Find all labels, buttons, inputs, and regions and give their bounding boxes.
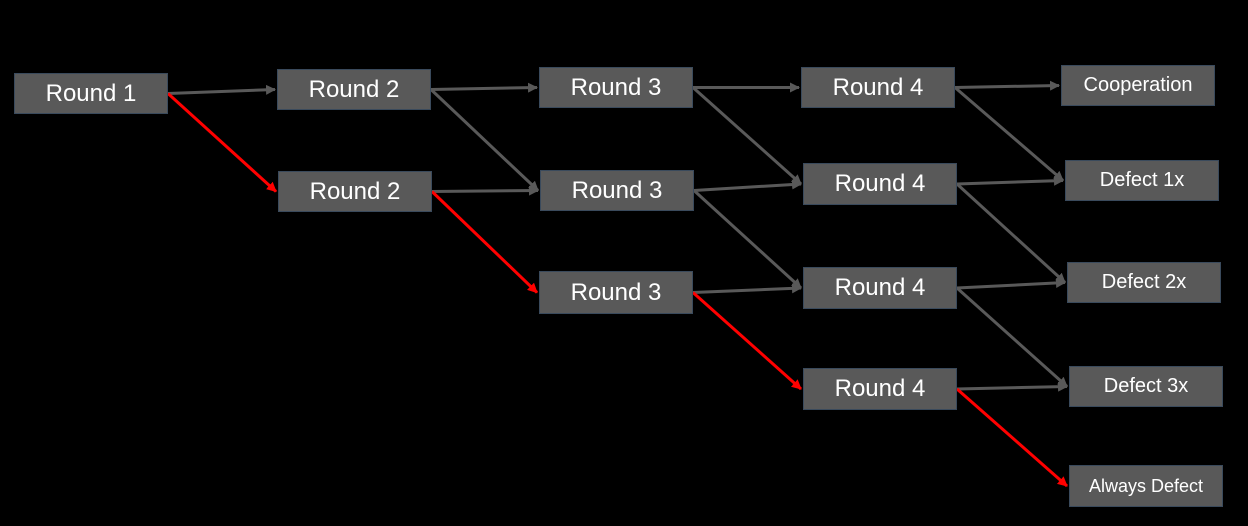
- outcome-defect-3x: Defect 3x: [1069, 366, 1223, 407]
- arrow-r4d-to-o5: [956, 387, 1068, 488]
- arrow-r3b-to-r4b: [693, 179, 802, 192]
- arrow-r2b-to-r3b: [431, 185, 539, 196]
- node-round-2-top: Round 2: [277, 69, 431, 110]
- arrow-r4a-to-o2: [954, 86, 1064, 182]
- arrow-r3c-to-r4d: [692, 291, 802, 391]
- node-round-4-first: Round 4: [801, 67, 955, 108]
- arrow-r1-to-r2b: [166, 92, 278, 193]
- arrow-r4a-to-o1: [954, 80, 1060, 91]
- arrow-r4b-to-o3: [955, 182, 1067, 284]
- node-round-4-third: Round 4: [803, 267, 957, 309]
- node-round-3-middle: Round 3: [540, 170, 694, 211]
- arrow-r3b-to-r4c: [692, 189, 803, 290]
- outcome-defect-1x: Defect 1x: [1065, 160, 1219, 201]
- outcome-cooperation: Cooperation: [1061, 65, 1215, 106]
- node-round-1: Round 1: [14, 73, 168, 114]
- outcome-always-defect: Always Defect: [1069, 465, 1223, 507]
- arrow-r1-to-r2a: [167, 84, 276, 95]
- arrow-r2a-to-r3a: [430, 82, 538, 93]
- node-round-4-fourth: Round 4: [803, 368, 957, 410]
- outcome-defect-2x: Defect 2x: [1067, 262, 1221, 303]
- node-round-3-top: Round 3: [539, 67, 693, 108]
- arrow-r3c-to-r4c: [692, 283, 802, 294]
- arrow-r4c-to-o4: [955, 286, 1069, 388]
- arrow-r4c-to-o3: [956, 277, 1066, 290]
- node-round-2-bottom: Round 2: [278, 171, 432, 212]
- arrow-r2a-to-r3b: [429, 88, 540, 192]
- arrow-r4b-to-o2: [956, 175, 1064, 186]
- node-round-4-second: Round 4: [803, 163, 957, 205]
- node-round-3-bottom: Round 3: [539, 271, 693, 314]
- arrow-r4d-to-o4: [956, 381, 1068, 392]
- arrow-r2b-to-r3c: [430, 190, 539, 294]
- arrow-r3a-to-r4b: [692, 86, 802, 186]
